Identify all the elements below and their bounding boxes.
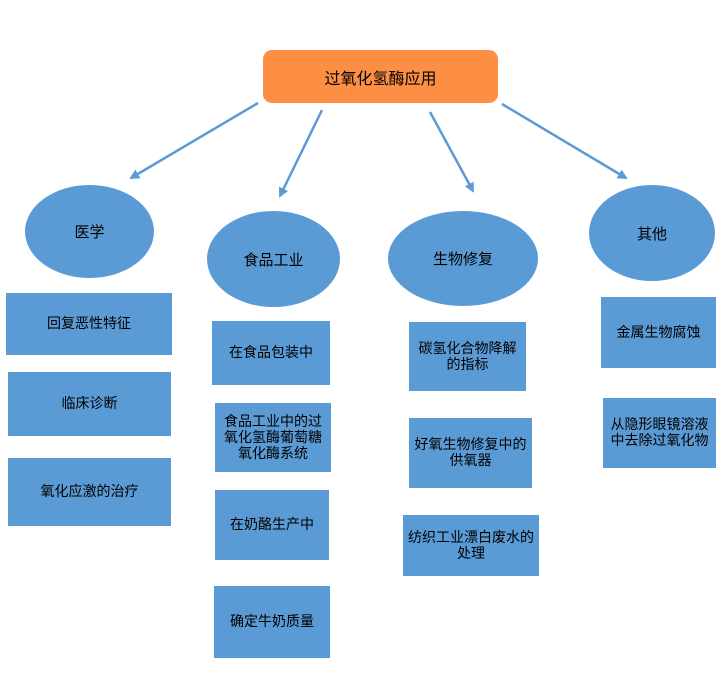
item-label: 在奶酪生产中 <box>230 517 314 533</box>
item-label: 碳氢化合物降解的指标 <box>418 340 517 373</box>
item-label: 食品工业中的过氧化氢酶葡萄糖氧化酶系统 <box>224 413 322 462</box>
category-label: 其他 <box>636 224 667 243</box>
category-node-other: 其他 <box>589 185 715 281</box>
arrow-to-medicine <box>129 101 259 180</box>
item-box: 确定牛奶质量 <box>214 586 330 658</box>
item-box: 在奶酪生产中 <box>215 490 329 560</box>
category-node-food-industry: 食品工业 <box>207 211 340 307</box>
item-box: 从隐形眼镜溶液中去除过氧化物 <box>603 398 716 468</box>
item-box: 好氧生物修复中的供氧器 <box>409 418 532 488</box>
item-box: 氧化应激的治疗 <box>8 458 171 526</box>
category-label: 食品工业 <box>243 250 304 269</box>
category-node-bioremediation: 生物修复 <box>388 211 538 306</box>
item-box: 在食品包装中 <box>212 321 330 385</box>
item-box: 金属生物腐蚀 <box>601 297 716 368</box>
item-box: 回复恶性特征 <box>6 293 172 355</box>
item-label: 从隐形眼镜溶液中去除过氧化物 <box>610 417 709 449</box>
root-label: 过氧化氢酶应用 <box>324 68 437 88</box>
category-node-medicine: 医学 <box>25 185 154 278</box>
arrow-to-bioremediation <box>428 111 475 193</box>
item-label: 金属生物腐蚀 <box>616 324 701 341</box>
arrow-to-other <box>501 102 628 180</box>
arrow-to-food-industry <box>278 109 324 198</box>
item-label: 回复恶性特征 <box>47 316 131 332</box>
category-label: 生物修复 <box>432 250 493 268</box>
item-label: 好氧生物修复中的供氧器 <box>414 437 527 469</box>
item-box: 碳氢化合物降解的指标 <box>409 322 526 391</box>
item-label: 纺织工业漂白废水的处理 <box>408 529 534 562</box>
item-label: 氧化应激的治疗 <box>40 484 139 500</box>
item-label: 确定牛奶质量 <box>230 614 314 630</box>
root-node: 过氧化氢酶应用 <box>263 50 498 103</box>
item-box: 纺织工业漂白废水的处理 <box>403 515 539 576</box>
item-box: 食品工业中的过氧化氢酶葡萄糖氧化酶系统 <box>215 403 331 472</box>
item-box: 临床诊断 <box>8 372 171 436</box>
item-label: 临床诊断 <box>61 396 118 412</box>
category-label: 医学 <box>74 223 105 241</box>
item-label: 在食品包装中 <box>229 345 313 361</box>
